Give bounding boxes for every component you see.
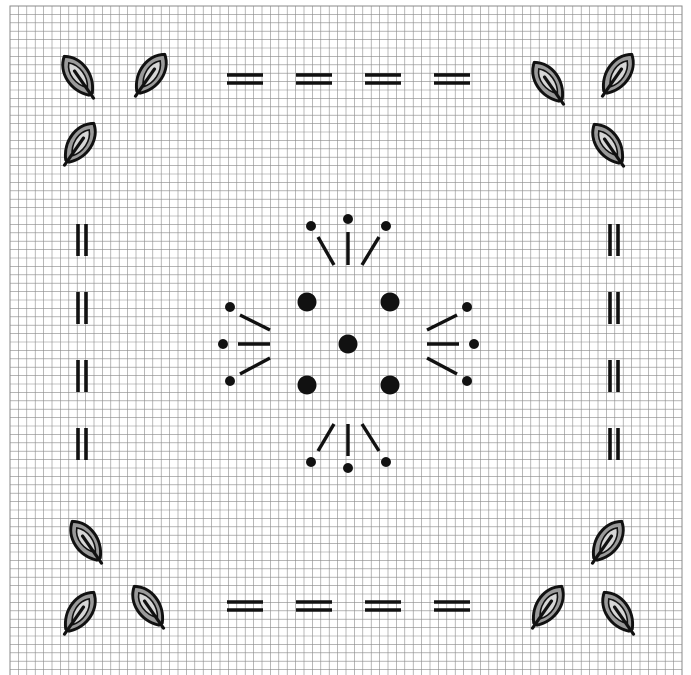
french-knot-dot-icon: [381, 293, 400, 312]
french-knot-dot-icon: [339, 335, 358, 354]
double-bar-stitch-icon: [78, 428, 86, 460]
double-bar-stitch-icon: [296, 602, 332, 610]
french-knot-dot-icon: [298, 376, 317, 395]
small-dot-icon: [381, 221, 391, 231]
small-dot-icon: [381, 457, 391, 467]
small-dot-icon: [306, 457, 316, 467]
leaf-icon: [55, 117, 103, 172]
double-bar-stitch-icon: [610, 428, 618, 460]
double-bar-stitch-icon: [296, 75, 332, 83]
straight-stitch-icon: [240, 358, 270, 374]
double-bar-stitch-icon: [610, 224, 618, 256]
small-dot-icon: [462, 302, 472, 312]
double-bar-stitch-icon: [610, 360, 618, 392]
double-bar-stitch-icon: [78, 292, 86, 324]
straight-stitch-icon: [427, 315, 457, 330]
double-bar-stitch-icon: [434, 75, 470, 83]
double-bar-stitch-icon: [78, 360, 86, 392]
straight-stitch-icon: [362, 424, 379, 451]
double-bar-stitch-icon: [365, 75, 401, 83]
small-dot-icon: [225, 302, 235, 312]
leaf-icon: [585, 118, 633, 173]
double-bar-stitch-icon: [434, 602, 470, 610]
small-dot-icon: [343, 214, 353, 224]
double-bar-stitch-icon: [78, 224, 86, 256]
double-bar-stitch-icon: [610, 292, 618, 324]
straight-stitch-icon: [427, 358, 457, 374]
small-dot-icon: [462, 376, 472, 386]
straight-stitch-icon: [240, 315, 270, 330]
leaf-icon: [125, 580, 173, 635]
straight-stitch-icon: [318, 424, 334, 451]
french-knot-dot-icon: [298, 293, 317, 312]
double-bar-stitch-icon: [365, 602, 401, 610]
small-dot-icon: [343, 463, 353, 473]
leaf-icon: [55, 50, 103, 105]
leaf-icon: [583, 515, 631, 570]
french-knot-dot-icon: [381, 376, 400, 395]
small-dot-icon: [225, 376, 235, 386]
leaf-icon: [525, 56, 573, 111]
small-dot-icon: [306, 221, 316, 231]
small-dot-icon: [218, 339, 228, 349]
small-dot-icon: [469, 339, 479, 349]
leaf-icon: [63, 515, 111, 570]
